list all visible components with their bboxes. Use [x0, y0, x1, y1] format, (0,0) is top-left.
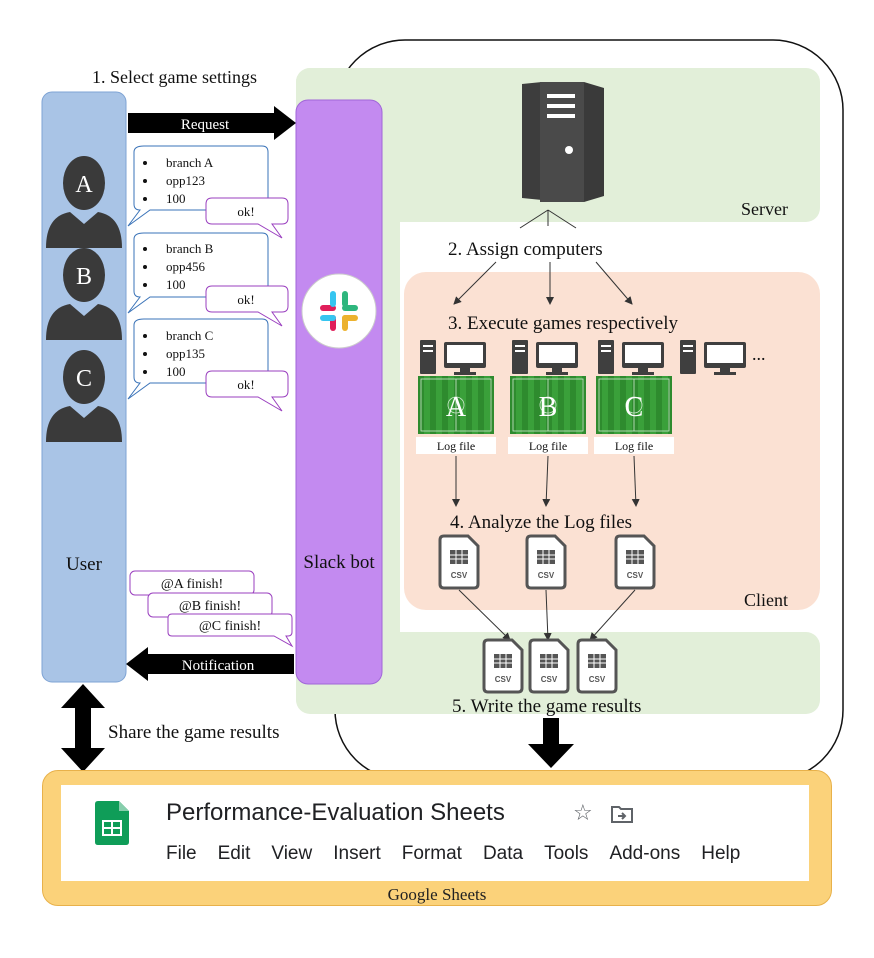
svg-text:CSV: CSV [541, 675, 558, 684]
svg-text:CSV: CSV [627, 571, 644, 580]
avatar-c-letter: C [76, 366, 92, 392]
bubble-b-item-1: branch B [166, 241, 214, 256]
more-computers: ... [752, 344, 766, 364]
menu-edit[interactable]: Edit [217, 843, 251, 864]
csv-file-b-icon: CSV [525, 534, 567, 590]
reply-a: ok! [237, 204, 254, 219]
sheets-title: Performance-Evaluation Sheets [166, 799, 505, 826]
notify-b: @B finish! [179, 599, 241, 614]
csv-file-a-icon: CSV [438, 534, 480, 590]
csv-file-c-icon: CSV [614, 534, 656, 590]
google-sheets-logo-icon [95, 801, 129, 845]
step1-label: 1. Select game settings [92, 67, 257, 87]
field-b-letter: B [539, 392, 558, 423]
user-label: User [66, 554, 103, 575]
slack-logo-icon [301, 273, 377, 349]
log-file-b: Log file [529, 439, 567, 453]
reply-bubble-b: ok! [205, 285, 289, 327]
menu-help[interactable]: Help [701, 843, 741, 864]
menu-tools[interactable]: Tools [544, 843, 589, 864]
step2-label: 2. Assign computers [448, 239, 603, 260]
bubble-a-item-1: branch A [166, 155, 214, 170]
computer-extra-icon [680, 340, 746, 375]
sheets-header: Performance-Evaluation Sheets ☆ File Edi… [61, 785, 809, 881]
notify-bubble-b: @B finish! [147, 592, 273, 618]
menu-addons[interactable]: Add-ons [609, 843, 681, 864]
svg-text:CSV: CSV [451, 571, 468, 580]
step3-label: 3. Execute games respectively [448, 313, 679, 334]
step4-label: 4. Analyze the Log files [450, 512, 632, 533]
soccer-field-c-icon: C [596, 376, 672, 434]
bubble-a-item-2: opp123 [166, 173, 205, 188]
log-file-a: Log file [437, 439, 475, 453]
write-arrow [528, 718, 574, 768]
share-label: Share the game results [108, 722, 279, 743]
notify-c: @C finish! [199, 619, 261, 634]
notification-arrow: Notification [126, 647, 294, 681]
reply-bubble-a: ok! [205, 197, 289, 239]
svg-text:CSV: CSV [589, 675, 606, 684]
request-arrow: Request [128, 106, 296, 140]
bubble-c-item-3: 100 [166, 364, 186, 379]
google-sheets-panel: Performance-Evaluation Sheets ☆ File Edi… [42, 770, 832, 906]
reply-c: ok! [237, 377, 254, 392]
computer-c-icon [598, 340, 664, 375]
bubble-c-item-1: branch C [166, 328, 213, 343]
csv-result-a-icon: CSV [482, 638, 524, 694]
menu-insert[interactable]: Insert [333, 843, 381, 864]
google-sheets-caption: Google Sheets [387, 885, 487, 904]
server-tower-icon [522, 82, 604, 202]
soccer-field-a-icon: A [418, 376, 494, 434]
menu-file[interactable]: File [166, 843, 197, 864]
computer-b-icon [512, 340, 578, 375]
bubble-c-item-2: opp135 [166, 346, 205, 361]
csv-result-c-icon: CSV [576, 638, 618, 694]
reply-bubble-c: ok! [205, 370, 289, 412]
reply-b: ok! [237, 292, 254, 307]
avatar-c: C [46, 350, 122, 442]
csv-result-b-icon: CSV [528, 638, 570, 694]
star-icon[interactable]: ☆ [573, 801, 593, 826]
notify-bubble-a: @A finish! [129, 570, 255, 596]
bubble-b-item-3: 100 [166, 277, 186, 292]
avatar-a-letter: A [75, 172, 93, 198]
menu-format[interactable]: Format [401, 843, 462, 864]
slack-bot-bar [295, 99, 383, 685]
avatar-b-letter: B [76, 264, 92, 290]
notify-a: @A finish! [161, 577, 223, 592]
notification-label: Notification [182, 658, 255, 674]
computer-a-icon [420, 340, 486, 375]
svg-text:CSV: CSV [538, 571, 555, 580]
field-a-letter: A [446, 392, 467, 423]
step5-label: 5. Write the game results [452, 696, 641, 717]
field-c-letter: C [625, 392, 644, 423]
sheets-menu-bar: File Edit View Insert Format Data Tools … [166, 843, 761, 865]
bubble-b-item-2: opp456 [166, 259, 206, 274]
slack-bot-label: Slack bot [303, 552, 375, 573]
log-file-c: Log file [615, 439, 653, 453]
soccer-field-b-icon: B [510, 376, 586, 434]
share-arrow [61, 684, 105, 772]
bubble-a-item-3: 100 [166, 191, 186, 206]
request-label: Request [181, 117, 230, 133]
client-label: Client [744, 590, 788, 610]
menu-view[interactable]: View [271, 843, 313, 864]
move-folder-icon[interactable] [611, 805, 633, 823]
avatar-b: B [46, 248, 122, 340]
svg-text:CSV: CSV [495, 675, 512, 684]
server-label: Server [741, 199, 788, 219]
menu-data[interactable]: Data [482, 843, 524, 864]
notify-bubble-c: @C finish! [167, 613, 294, 648]
avatar-a: A [46, 156, 122, 248]
